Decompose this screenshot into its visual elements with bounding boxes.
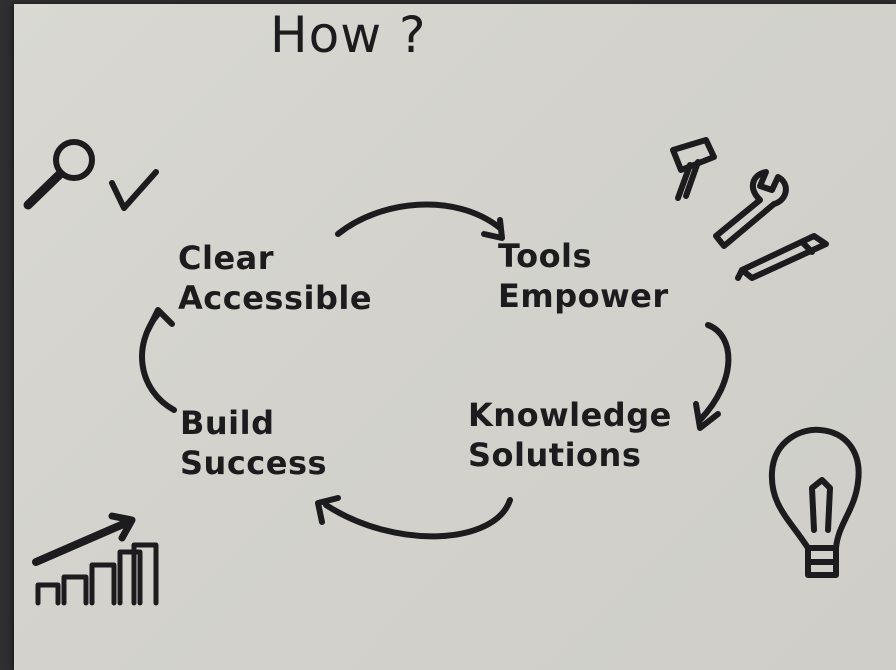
arrowhead-knowledge-to-build [315,495,341,525]
lightbulb-icon [768,426,862,578]
growth-chart-icon [32,512,159,606]
node-line: Build [180,404,275,442]
node-line: Tools [498,237,593,275]
arrow-knowledge-to-build [323,497,513,540]
node-line: Empower [498,277,669,315]
node-line: Accessible [178,279,373,317]
checkmark-icon [109,169,159,211]
arrow-tools-to-knowledge [697,322,732,423]
magnifier-icon [23,139,95,210]
paper-sheet [14,4,896,670]
arrowhead-clear-to-tools [481,217,505,241]
arrow-clear-to-tools [335,201,503,237]
cycle-node-clear: Clear Accessible [178,238,372,318]
cycle-node-build: Build Success [180,403,327,483]
page-title: How ? [270,6,427,64]
arrowhead-build-to-clear [145,307,175,333]
arrowhead-tools-to-knowledge [693,401,721,431]
node-line: Solutions [468,436,642,474]
node-line: Knowledge [468,396,672,434]
cycle-node-knowledge: Knowledge Solutions [468,395,672,475]
wrench-icon [713,169,789,249]
pencil-icon [735,233,829,281]
node-line: Clear [178,239,275,277]
cycle-node-tools: Tools Empower [498,236,669,316]
node-line: Success [180,444,328,482]
hammer-icon [670,137,717,201]
